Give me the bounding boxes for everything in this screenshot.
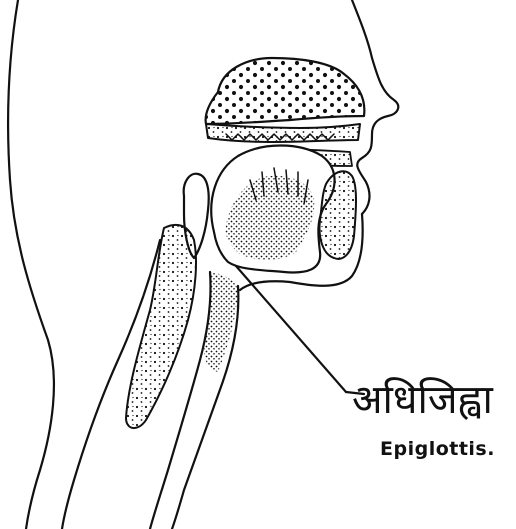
label-hindi: अधिजिह्वा <box>352 377 493 423</box>
larynx-stipple <box>204 272 238 372</box>
mouth-floor <box>320 171 356 259</box>
hard-palate <box>206 58 365 124</box>
pharynx-left <box>126 225 196 428</box>
head-outline-left <box>8 0 54 529</box>
upper-gum <box>206 124 360 142</box>
label-english: Epiglottis. <box>380 438 495 460</box>
